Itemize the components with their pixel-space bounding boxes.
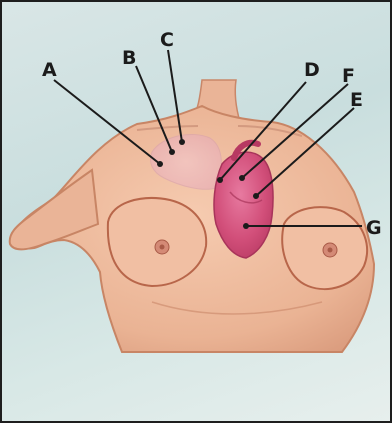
pointer-b bbox=[169, 149, 175, 155]
pointer-a bbox=[157, 161, 163, 167]
pointer-e bbox=[253, 193, 259, 199]
pointer-g bbox=[243, 223, 249, 229]
label-f: F bbox=[342, 65, 355, 87]
label-a: A bbox=[42, 59, 57, 81]
label-g: G bbox=[366, 217, 382, 239]
pointer-d bbox=[217, 177, 223, 183]
label-b: B bbox=[122, 47, 136, 69]
label-e: E bbox=[350, 89, 363, 111]
pointer-f bbox=[239, 175, 245, 181]
label-d: D bbox=[304, 59, 320, 81]
label-c: C bbox=[160, 29, 174, 51]
pointer-c bbox=[179, 139, 185, 145]
